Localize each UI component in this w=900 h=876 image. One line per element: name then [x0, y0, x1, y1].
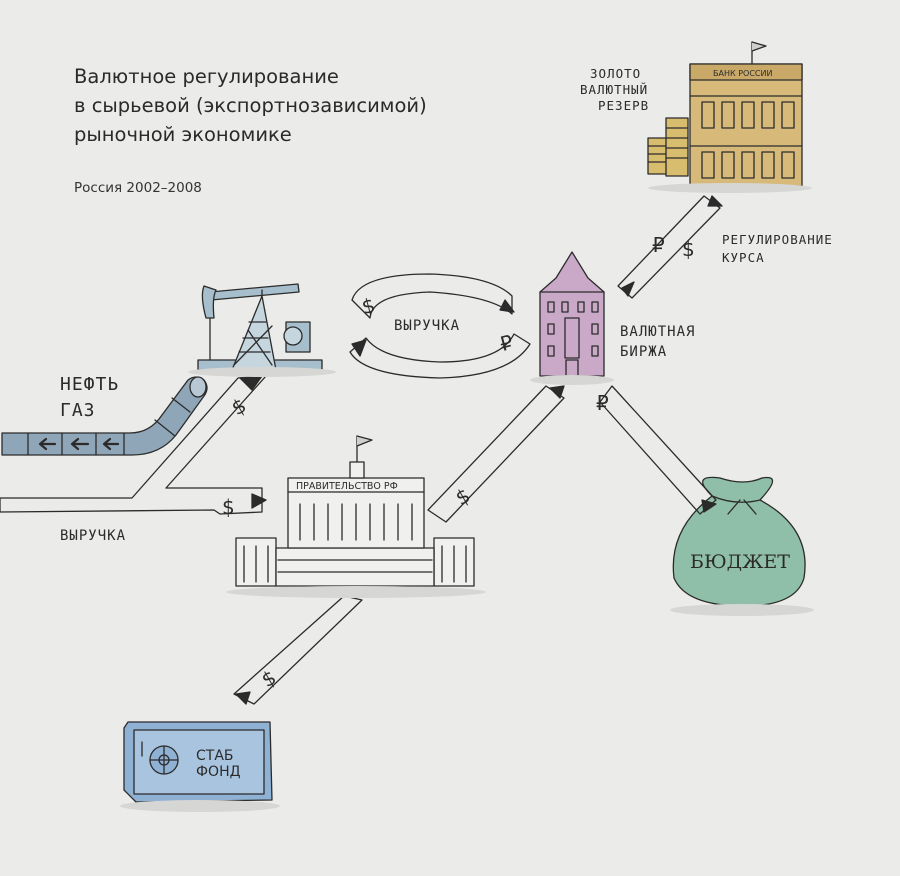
dollar-symbol: $ [359, 293, 378, 319]
reserve-label-line2: ВАЛЮТНЫЙ [580, 82, 649, 97]
gov-to-fund-flow [233, 595, 363, 705]
ruble-symbol: ₽ [652, 233, 665, 257]
page-title: Валютное регулирование в сырьевой (экспо… [74, 62, 427, 149]
government-sign: ПРАВИТЕЛЬСТВО РФ [296, 481, 398, 492]
gold-coins-icon [647, 117, 689, 177]
central-bank-icon [689, 41, 803, 187]
rate-label-line1: РЕГУЛИРОВАНИЕ [722, 232, 833, 247]
gov-to-exchange-flow [427, 385, 565, 523]
exchange-to-budget-flow [599, 385, 717, 515]
revenue-flow-top [351, 273, 515, 319]
dollar-symbol: $ [682, 237, 695, 261]
fund-label-line1: СТАБ [196, 748, 234, 764]
money-bag-icon [672, 476, 806, 607]
title-line: рыночной экономике [74, 123, 292, 146]
revenue-flow-bottom [349, 333, 531, 379]
pipeline-icon [1, 376, 208, 456]
reserve-label-line3: РЕЗЕРВ [598, 98, 650, 113]
title-line: Валютное регулирование [74, 65, 339, 88]
government-building-icon [235, 435, 475, 587]
exchange-label-line1: ВАЛЮТНАЯ [620, 324, 696, 340]
oil-label: НЕФТЬ [60, 374, 120, 395]
subtitle: Россия 2002–2008 [74, 180, 202, 196]
exchange-building-icon [539, 251, 605, 377]
safe-icon [123, 721, 273, 803]
currency-symbols: $ ₽ ₽ $ $ $ $ ₽ $ [222, 233, 695, 692]
oil-pump-icon [197, 283, 323, 371]
revenue-label-top: ВЫРУЧКА [394, 318, 461, 334]
dollar-symbol: $ [257, 665, 280, 692]
dollar-symbol: $ [222, 495, 235, 519]
central-bank-sign: БАНК РОССИИ [713, 69, 772, 78]
fund-label-line2: ФОНД [196, 764, 241, 780]
exchange-label-line2: БИРЖА [620, 344, 668, 360]
rate-regulation-flow [617, 195, 723, 299]
gas-label: ГАЗ [60, 400, 96, 421]
revenue-label-bottom: ВЫРУЧКА [60, 528, 127, 544]
ruble-symbol: ₽ [497, 330, 516, 357]
reserve-label-line1: ЗОЛОТО [590, 66, 642, 81]
shadows [120, 183, 814, 812]
pipeline-to-gov-flow [0, 375, 267, 515]
budget-label: БЮДЖЕТ [690, 551, 790, 573]
building-inscriptions: БАНК РОССИИ ПРАВИТЕЛЬСТВО РФ БЮДЖЕТ СТАБ… [196, 69, 790, 780]
rate-label-line2: КУРСА [722, 250, 765, 265]
title-line: в сырьевой (экспортнозависимой) [74, 94, 427, 117]
ruble-symbol: ₽ [596, 391, 609, 415]
